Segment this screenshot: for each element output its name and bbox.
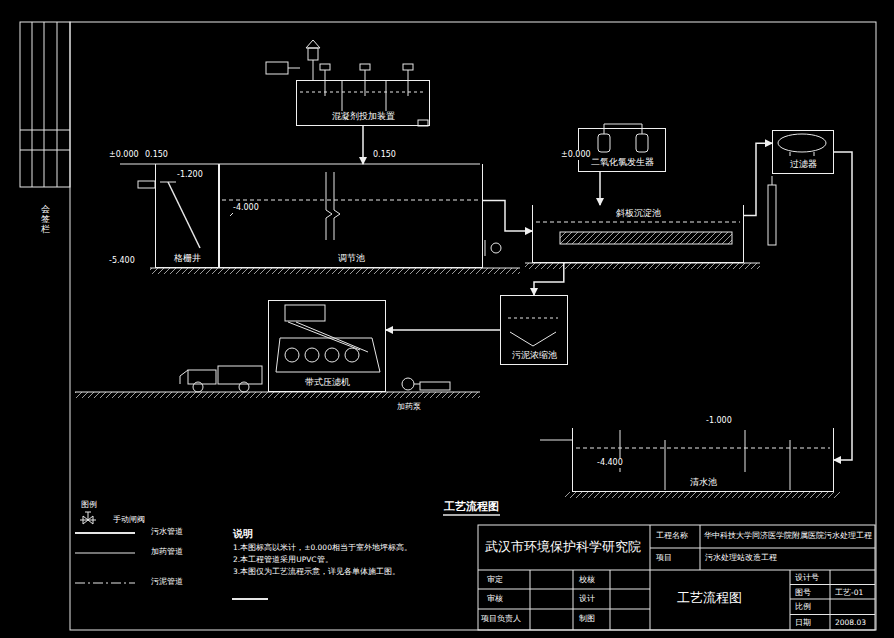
drawing-text: 武汉市环境保护科学研究院 bbox=[484, 539, 642, 555]
drawing-text: 2008.03 bbox=[834, 618, 867, 627]
node-label: 调节池 bbox=[337, 253, 366, 264]
drawing-text: 0.150 bbox=[372, 150, 397, 160]
sludge-thickener: 污泥浓缩池 bbox=[500, 295, 568, 365]
drawing-text: 设计 bbox=[578, 594, 596, 604]
drawing-text: 0.150 bbox=[144, 150, 169, 160]
drawing-text: 1.本图标高以米计，±0.000相当于室外地坪标高。 bbox=[232, 543, 413, 552]
drawing-text: 图例 bbox=[80, 500, 98, 510]
drawing-text: 审核 bbox=[486, 594, 504, 604]
legend-text: 污泥管道 bbox=[150, 577, 184, 587]
drawing-text: 制图 bbox=[578, 614, 596, 624]
drawing-text: 比例 bbox=[794, 602, 812, 611]
drawing-text: ±0.000 bbox=[560, 150, 592, 160]
vertical-note: 会签栏 bbox=[40, 205, 51, 235]
node-label: 过滤器 bbox=[789, 159, 818, 170]
node-label: 二氧化氯发生器 bbox=[590, 157, 655, 168]
drawing-text: 项目 bbox=[655, 553, 673, 563]
drawing-text: 华中科技大学同济医学院附属医院污水处理工程 bbox=[703, 531, 873, 540]
node-label: 污泥浓缩池 bbox=[511, 350, 558, 361]
screen-well: 格栅井 bbox=[155, 164, 219, 268]
drawing-text: 工艺流程图 bbox=[676, 590, 743, 606]
drawing-text: -4.000 bbox=[232, 203, 260, 213]
drawing-text: -1.000 bbox=[705, 416, 733, 426]
pipe-line bbox=[834, 152, 852, 460]
drawing-text: 加药泵 bbox=[396, 402, 422, 412]
drawing-text: -5.400 bbox=[108, 256, 136, 266]
drawing-text: -1.200 bbox=[176, 170, 204, 180]
drawing-text: 污水处理站改造工程 bbox=[704, 553, 778, 563]
node-label: 带式压滤机 bbox=[304, 377, 351, 388]
drawing-text: 工艺-01 bbox=[834, 588, 864, 597]
pipe-line bbox=[483, 200, 532, 231]
pipe-line bbox=[744, 143, 772, 215]
drawing-text: 图号 bbox=[794, 588, 812, 597]
node-label: 清水池 bbox=[689, 477, 718, 488]
drawing-text: 2.本工程管道采用UPVC管。 bbox=[232, 555, 334, 564]
drawing-text: 日期 bbox=[794, 618, 812, 627]
pipe-line bbox=[599, 172, 601, 205]
belt-filter-press: 带式压滤机 bbox=[268, 300, 386, 392]
equalization-tank: 调节池 bbox=[219, 164, 483, 268]
node-label: 格栅井 bbox=[173, 253, 202, 264]
drawing-text: 校核 bbox=[578, 575, 596, 585]
drawing-text: 审定 bbox=[486, 575, 504, 585]
pipe-line bbox=[386, 329, 500, 331]
drawing-text: 工程名称 bbox=[655, 531, 689, 541]
drawing-text: 设计号 bbox=[794, 573, 820, 582]
drawing-text: 项目负责人 bbox=[480, 614, 522, 624]
pipe-line bbox=[362, 126, 364, 164]
drawing-text: ±0.000 bbox=[108, 150, 140, 160]
pressure-filter: 过滤器 bbox=[772, 130, 834, 174]
legend-text: 污水管道 bbox=[150, 527, 184, 537]
drawing-text: -4.400 bbox=[596, 458, 624, 468]
legend-text: 加药管道 bbox=[150, 547, 184, 557]
drawing-text: 工艺流程图 bbox=[443, 500, 500, 513]
sedimentation-tank: 斜板沉淀池 bbox=[532, 205, 744, 263]
drawing-text: 3.本图仅为工艺流程示意，详见各单体施工图。 bbox=[232, 567, 401, 576]
node-label: 斜板沉淀池 bbox=[615, 208, 662, 219]
dosing-unit: 混凝剂投加装置 bbox=[296, 80, 430, 126]
pipe-line bbox=[534, 263, 564, 295]
node-label: 混凝剂投加装置 bbox=[331, 111, 396, 122]
legend-text: 手动闸阀 bbox=[112, 515, 146, 525]
drawing-text: 说明 bbox=[232, 528, 254, 540]
